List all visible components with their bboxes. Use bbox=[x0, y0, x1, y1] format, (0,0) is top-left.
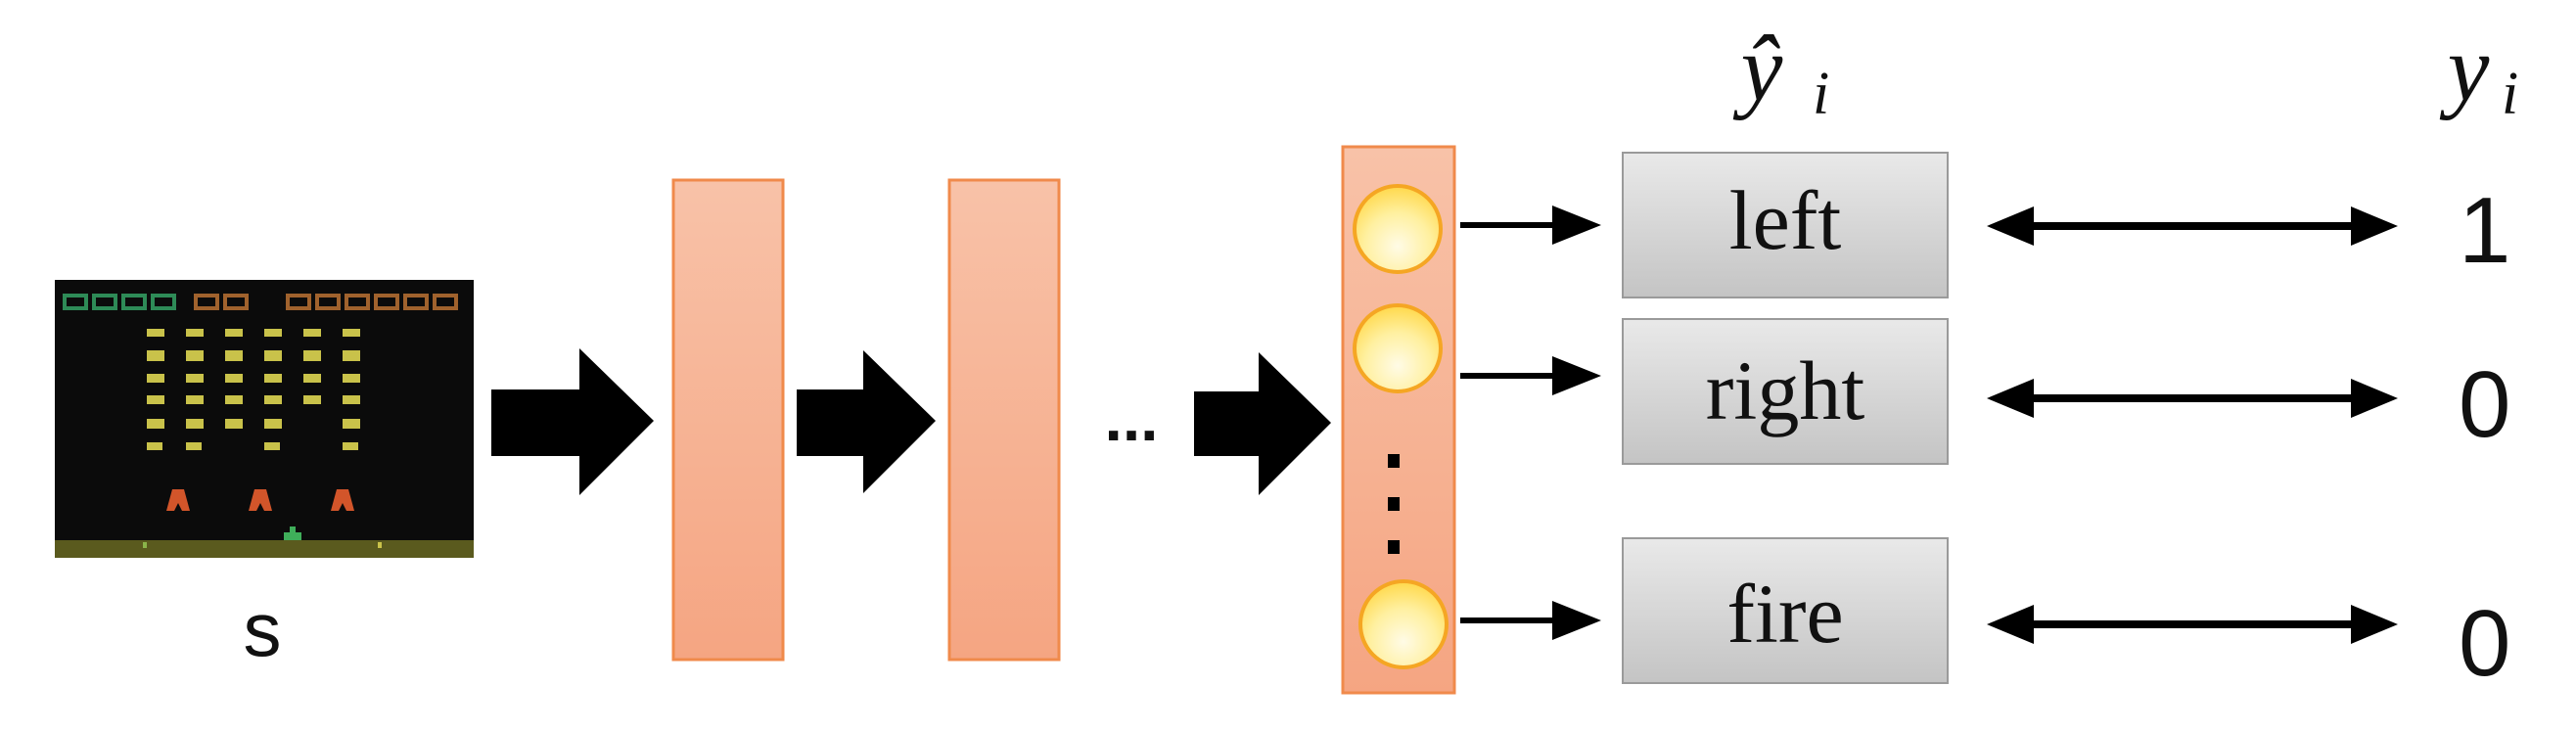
prediction-header: ŷ i bbox=[1732, 16, 1830, 127]
invader-row bbox=[147, 329, 360, 337]
ground bbox=[55, 540, 474, 558]
target-subscript: i bbox=[2502, 61, 2518, 127]
action-label: right bbox=[1706, 343, 1865, 437]
block-arrow bbox=[1194, 352, 1331, 495]
layer-ellipsis: ... bbox=[1104, 382, 1158, 454]
block-arrow bbox=[797, 350, 936, 493]
neuron-to-action-arrows bbox=[1460, 206, 1601, 640]
double-arrow bbox=[1987, 605, 2398, 644]
invader-row bbox=[147, 442, 358, 450]
action-row-right: right bbox=[1622, 318, 1949, 465]
target-symbol: y bbox=[2439, 16, 2490, 120]
target-value: 1 bbox=[2459, 178, 2510, 283]
action-box bbox=[1622, 318, 1949, 465]
output-neuron bbox=[1358, 579, 1449, 669]
game-screen bbox=[55, 280, 474, 558]
bunkers bbox=[166, 489, 354, 511]
prediction-subscript: i bbox=[1813, 61, 1829, 127]
hidden-layer-1 bbox=[671, 178, 785, 662]
action-box bbox=[1622, 537, 1949, 684]
vertical-ellipsis bbox=[1388, 454, 1400, 554]
action-row-fire: fire bbox=[1622, 537, 1949, 684]
flow-arrows bbox=[491, 348, 1331, 495]
invader-row bbox=[147, 350, 360, 361]
action-box bbox=[1622, 152, 1949, 298]
target-value: 0 bbox=[2459, 591, 2510, 696]
comparison-arrows bbox=[1987, 206, 2398, 644]
input-state-label: s bbox=[244, 586, 282, 672]
action-label: left bbox=[1729, 173, 1842, 267]
target-header: y i bbox=[2439, 16, 2519, 127]
hidden-layer-2 bbox=[947, 178, 1061, 662]
invader-grid bbox=[147, 329, 360, 450]
invader-row bbox=[147, 395, 360, 404]
prediction-symbol: ŷ bbox=[1732, 16, 1783, 120]
player-cannon bbox=[284, 526, 301, 540]
output-neuron bbox=[1353, 303, 1443, 393]
invader-row bbox=[147, 374, 360, 383]
target-value: 0 bbox=[2459, 352, 2510, 457]
double-arrow bbox=[1987, 379, 2398, 418]
double-arrow bbox=[1987, 206, 2398, 246]
invader-row bbox=[147, 419, 360, 429]
action-label: fire bbox=[1726, 567, 1843, 661]
score-display bbox=[63, 294, 458, 310]
output-neuron bbox=[1353, 184, 1443, 274]
action-row-left: left bbox=[1622, 152, 1949, 298]
block-arrow bbox=[491, 348, 654, 495]
